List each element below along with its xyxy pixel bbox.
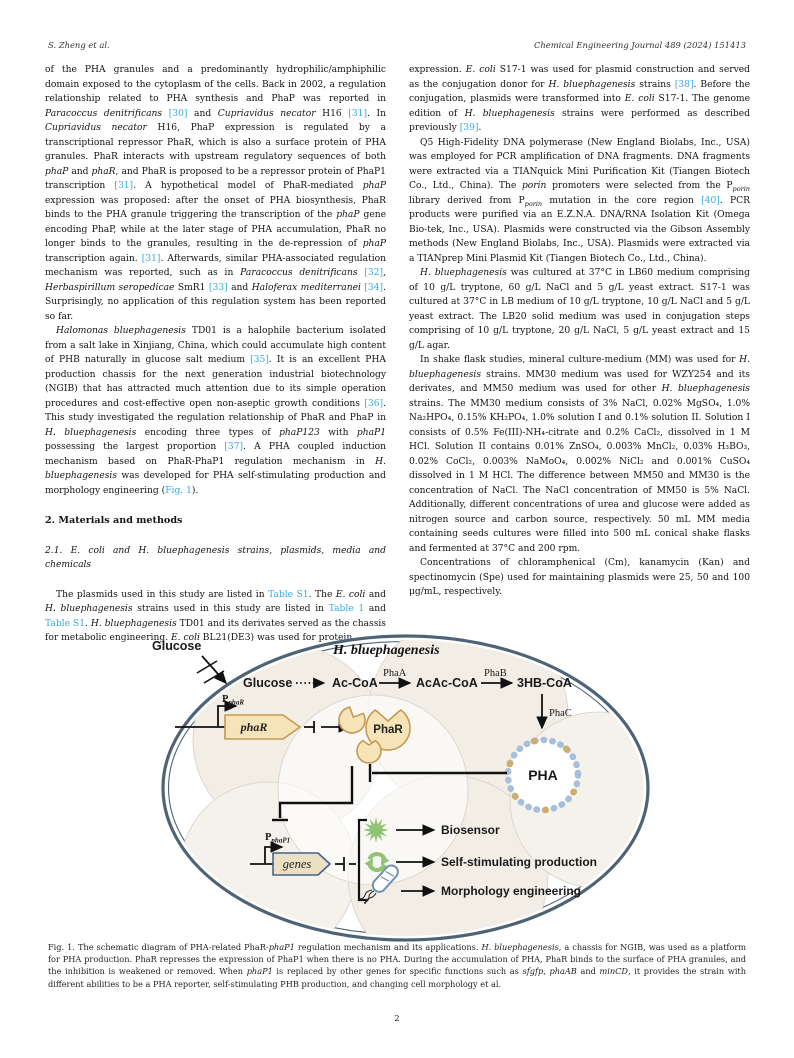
citation-link[interactable]: [40] — [701, 195, 720, 206]
paragraph: of the PHA granules and a predominantly … — [45, 65, 387, 322]
page-number: 2 — [394, 1014, 400, 1024]
pha-granule-label: PHA — [528, 767, 558, 783]
phaR-gene-box — [224, 714, 301, 740]
pha-pathway: Glucose Ac-CoA PhaA AcAc-CoA PhaB 3HB-Co… — [243, 668, 572, 730]
genes-label: genes — [283, 857, 312, 871]
phaR-protein: PhaR — [338, 706, 411, 764]
hb-coa-label: 3HB-CoA — [517, 676, 572, 690]
header-journal: Chemical Engineering Journal 489 (2024) … — [533, 40, 746, 50]
citation-link[interactable]: [37] — [224, 442, 244, 452]
paragraph: Q5 High-Fidelity DNA polymerase (New Eng… — [409, 137, 750, 264]
pha-granule: PHA — [504, 736, 582, 814]
regulation-lines — [272, 764, 507, 822]
citation-link[interactable]: [36] — [364, 398, 384, 409]
phaR-operon: PphaR phaR — [175, 694, 352, 740]
citation-link[interactable]: [30] — [168, 108, 188, 119]
citation-link[interactable]: [33] — [208, 282, 228, 293]
right-column: expression. E. coli S17-1 was used for p… — [409, 63, 750, 600]
paragraph: H. bluephagenesis was cultured at 37°C i… — [409, 268, 750, 351]
glucose-uptake: Glucose — [152, 639, 227, 685]
citation-link[interactable]: Fig. 1 — [165, 485, 192, 496]
phaP1-promoter-arrow — [264, 841, 284, 864]
citation-link[interactable]: [32] — [364, 268, 384, 278]
phaP1-operon: PphaP1 genes — [250, 832, 356, 876]
citation-link[interactable]: Table S1 — [45, 618, 85, 629]
application-self-stimulating: Self-stimulating production — [364, 852, 597, 872]
citation-link[interactable]: [34] — [364, 282, 384, 293]
phaR-repression-line — [278, 766, 354, 818]
morphology-label: Morphology engineering — [441, 884, 581, 898]
applications-bracket — [357, 818, 367, 902]
paragraph: The plasmids used in this study are list… — [45, 589, 387, 644]
section-heading: 2. Materials and methods — [45, 515, 183, 526]
phaR-promoter-arrow — [217, 700, 238, 727]
recycle-icon — [364, 852, 390, 872]
ac-coa-label: Ac-CoA — [332, 676, 378, 690]
citation-link[interactable]: [39] — [459, 123, 479, 133]
citation-link[interactable]: Table S1 — [268, 589, 309, 600]
pathway-glucose-label: Glucose — [243, 676, 292, 690]
header-authors: S. Zheng et al. — [48, 40, 110, 50]
figure-caption: Fig. 1. The schematic diagram of PHA-rel… — [48, 942, 747, 989]
citation-link[interactable]: Table 1 — [328, 604, 365, 614]
phaR-gene-label: phaR — [240, 720, 268, 734]
citation-link[interactable]: [31] — [114, 181, 134, 191]
citation-link[interactable]: [35] — [250, 355, 269, 365]
citation-link[interactable]: [31] — [348, 108, 368, 119]
subsection-heading: 2.1. E. coli and H. bluephagenesis strai… — [45, 545, 386, 571]
paragraph: In shake flask studies, mineral culture-… — [409, 355, 750, 554]
phaC-label: PhaC — [549, 708, 572, 719]
citation-link[interactable]: [31] — [141, 253, 161, 264]
phaA-label: PhaA — [383, 668, 407, 679]
uptake-arrow — [201, 655, 227, 685]
left-column: of the PHA granules and a predominantly … — [45, 63, 386, 646]
paragraph: Concentrations of chloramphenical (Cm), … — [409, 558, 750, 597]
application-morphology: Morphology engineering — [358, 864, 581, 905]
application-biosensor: Biosensor — [363, 817, 500, 843]
figure-cell-title: H. bluephagenesis — [332, 643, 440, 658]
running-header: S. Zheng et al. Chemical Engineering Jou… — [48, 40, 746, 50]
acac-coa-label: AcAc-CoA — [416, 676, 478, 690]
bacterium-icon — [358, 864, 399, 905]
citation-link[interactable]: [38] — [674, 79, 694, 90]
paragraph: expression. E. coli S17-1 was used for p… — [409, 65, 751, 133]
starburst-icon — [363, 817, 389, 843]
biosensor-label: Biosensor — [441, 823, 500, 837]
glucose-external-label: Glucose — [152, 639, 201, 653]
phaB-label: PhaB — [484, 668, 507, 679]
genes-box — [272, 852, 331, 876]
phaR-protein-label: PhaR — [373, 724, 403, 736]
phaR-promoter-label: PphaR — [222, 694, 244, 707]
figure-1: H. bluephagenesis Glucose Glucose Ac-CoA… — [148, 630, 656, 948]
self-stimulating-label: Self-stimulating production — [441, 855, 597, 869]
phaP1-promoter-label: PphaP1 — [265, 832, 290, 845]
paragraph: Halomonas bluephagenesis TD01 is a halop… — [45, 326, 387, 496]
